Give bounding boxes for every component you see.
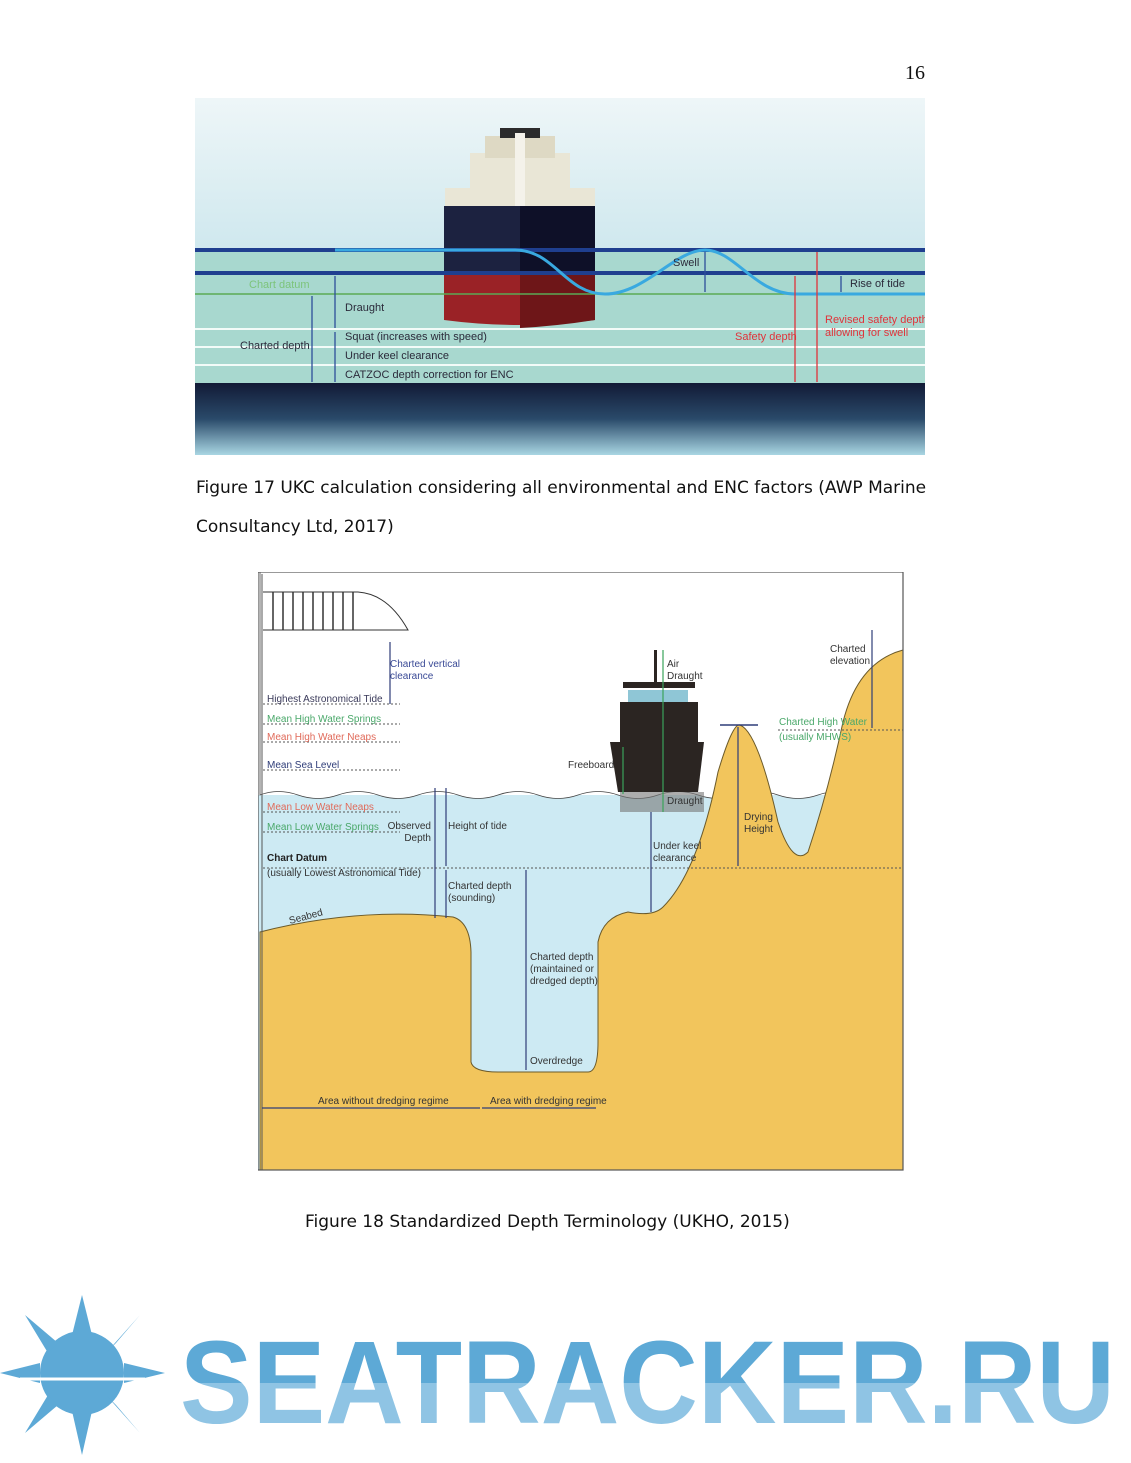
label-drying-1: Drying — [744, 812, 773, 823]
label-mhwn: Mean High Water Neaps — [267, 732, 376, 743]
label-cd-sounding-2: (sounding) — [448, 893, 495, 904]
label-hat: Highest Astronomical Tide — [267, 694, 383, 705]
ship — [610, 650, 704, 812]
label-drying-2: Height — [744, 824, 773, 835]
label-chw-2: (usually MHWS) — [779, 732, 851, 743]
label-mlwn: Mean Low Water Neaps — [267, 802, 374, 813]
watermark: SEATRACKER.RU — [0, 1295, 1115, 1455]
label-freeboard: Freeboard — [568, 760, 614, 771]
label-revised-1: Revised safety depth — [825, 314, 925, 326]
label-swell: Swell — [673, 257, 699, 269]
superstructure — [445, 128, 595, 208]
label-air-2: Draught — [667, 671, 703, 682]
label-catzoc: CATZOC depth correction for ENC — [345, 369, 514, 381]
label-cd-dredged-3: dredged depth) — [530, 976, 598, 987]
label-area-without: Area without dredging regime — [318, 1096, 449, 1107]
label-elev-1: Charted — [830, 644, 866, 655]
label-mhws: Mean High Water Springs — [267, 714, 381, 725]
label-air-1: Air — [667, 659, 680, 670]
label-draught: Draught — [345, 302, 384, 314]
watermark-text: SEATRACKER.RU — [180, 1317, 1115, 1449]
ship-hull — [444, 206, 595, 328]
label-cvc-2: clearance — [390, 671, 434, 682]
label-chart-datum: Chart datum — [249, 279, 310, 291]
label-ukc-2: clearance — [653, 853, 697, 864]
seabed — [259, 649, 904, 1171]
label-observed-2: Depth — [404, 833, 431, 844]
label-safety-depth: Safety depth — [735, 331, 797, 343]
figure-17-caption-line1: Figure 17 UKC calculation considering al… — [196, 478, 927, 498]
label-area-with: Area with dredging regime — [490, 1096, 607, 1107]
label-charted-depth: Charted depth — [240, 340, 310, 352]
label-draught: Draught — [667, 796, 703, 807]
label-rise-of-tide: Rise of tide — [850, 278, 905, 290]
label-overdredge: Overdredge — [530, 1056, 583, 1067]
label-chw-1: Charted High Water — [779, 717, 868, 728]
figure-17-caption-line2: Consultancy Ltd, 2017) — [196, 517, 394, 537]
label-cvc-1: Charted vertical — [390, 659, 460, 670]
label-elev-2: elevation — [830, 656, 870, 667]
label-ukc-1: Under keel — [653, 841, 701, 852]
label-cd-dredged-2: (maintained or — [530, 964, 595, 975]
figure-17-ukc-diagram: Chart datum Draught Charted depth Squat … — [195, 98, 925, 455]
sun-icon — [0, 1295, 165, 1455]
label-cd-sounding-1: Charted depth — [448, 881, 511, 892]
figure-18-caption: Figure 18 Standardized Depth Terminology… — [305, 1212, 790, 1232]
label-msl: Mean Sea Level — [267, 760, 339, 771]
label-observed-1: Observed — [388, 821, 431, 832]
label-revised-2: allowing for swell — [825, 327, 908, 339]
page-number: 16 — [905, 62, 925, 84]
label-chart-datum: Chart Datum — [267, 853, 327, 864]
bridge — [263, 591, 409, 631]
label-squat: Squat (increases with speed) — [345, 331, 487, 343]
label-chart-datum-note: (usually Lowest Astronomical Tide) — [267, 868, 421, 879]
figure-18-depth-terminology: Charted vertical clearance Highest Astro… — [258, 572, 904, 1171]
label-cd-dredged-1: Charted depth — [530, 952, 593, 963]
label-mlws: Mean Low Water Springs — [267, 822, 379, 833]
label-ukc: Under keel clearance — [345, 350, 449, 362]
label-height-of-tide: Height of tide — [448, 821, 507, 832]
